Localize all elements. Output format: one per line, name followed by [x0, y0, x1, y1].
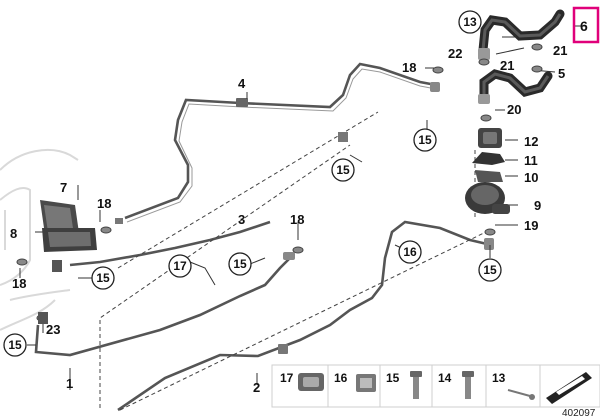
fitting-15-left	[52, 260, 62, 272]
label-12: 12	[524, 134, 538, 149]
hose-5	[479, 69, 553, 100]
label-19: 19	[524, 218, 538, 233]
legend-13-tie-icon	[507, 389, 535, 400]
label-23: 23	[46, 322, 60, 337]
legend-arrow-icon	[546, 372, 592, 404]
hose-13	[478, 9, 565, 55]
callout-15-f: 15	[3, 333, 27, 357]
svg-text:15: 15	[233, 257, 247, 271]
svg-text:13: 13	[463, 15, 477, 29]
label-8: 8	[10, 226, 17, 241]
fitting-15-mid	[338, 132, 348, 142]
label-18a: 18	[402, 60, 416, 75]
part-10-bracket	[475, 170, 503, 182]
label-21b: 21	[500, 58, 514, 73]
hose-13-clamp	[478, 48, 490, 60]
pipe-3-connector	[236, 98, 248, 107]
svg-text:15: 15	[418, 133, 432, 147]
label-18c: 18	[290, 212, 304, 227]
pipe-1-end-fitting	[283, 252, 295, 260]
svg-text:15: 15	[336, 163, 350, 177]
label-10: 10	[524, 170, 538, 185]
label-20: 20	[507, 102, 521, 117]
pipe-1	[34, 257, 291, 357]
callout-15-d: 15	[228, 252, 252, 276]
label-21a: 21	[553, 43, 567, 58]
pipe-2-end-fitting	[484, 238, 494, 250]
legend-13: 13	[492, 371, 506, 385]
svg-text:16: 16	[403, 245, 417, 259]
legend-14-screw-icon	[462, 371, 474, 399]
fitting-15-low	[38, 312, 48, 324]
legend-15-bolt-icon	[410, 371, 422, 399]
part-12-bracket	[478, 128, 502, 148]
label-11: 11	[524, 153, 538, 168]
svg-text:15: 15	[96, 271, 110, 285]
label-22: 22	[448, 46, 462, 61]
part-11-clamp	[472, 152, 505, 165]
fitting-18-left	[115, 218, 123, 224]
svg-text:15: 15	[483, 263, 497, 277]
legend-16-clip-icon	[356, 374, 376, 392]
legend-17-clip-icon	[298, 373, 324, 391]
label-1: 1	[66, 376, 73, 391]
legend-17: 17	[280, 371, 294, 385]
label-18b: 18	[97, 196, 111, 211]
svg-text:17: 17	[173, 259, 187, 273]
diagram-code: 402097	[562, 408, 596, 419]
callout-15-a: 15	[413, 128, 437, 152]
legend-15: 15	[386, 371, 400, 385]
svg-text:15: 15	[8, 338, 22, 352]
label-18d: 18	[12, 276, 26, 291]
legend-16: 16	[334, 371, 348, 385]
callout-17: 17	[168, 254, 192, 278]
callout-6-highlight: 6	[572, 6, 600, 44]
label-4: 4	[238, 76, 246, 91]
callout-15-b: 15	[331, 158, 355, 182]
part-8-bracket	[42, 228, 97, 252]
pipe-2	[117, 220, 488, 412]
callout-13: 13	[458, 10, 482, 34]
label-2: 2	[253, 380, 260, 395]
pipe-3	[124, 62, 437, 223]
callout-15-c: 15	[478, 258, 502, 282]
hose-left	[69, 220, 271, 267]
callout-16: 16	[398, 240, 422, 264]
pipe-3-end-fitting	[430, 82, 440, 92]
ghost-outline	[0, 149, 79, 331]
legend-14: 14	[438, 371, 452, 385]
legend-strip: 17 16 15 14 13	[271, 364, 600, 408]
label-9: 9	[534, 198, 541, 213]
label-7: 7	[60, 180, 67, 195]
svg-text:6: 6	[580, 18, 588, 34]
label-5: 5	[558, 66, 565, 81]
callout-15-e: 15	[91, 266, 115, 290]
hose-5-clamp	[478, 94, 490, 104]
label-3: 3	[238, 212, 245, 227]
part-9-pump	[465, 182, 510, 214]
pipe-2-connector	[278, 344, 288, 354]
